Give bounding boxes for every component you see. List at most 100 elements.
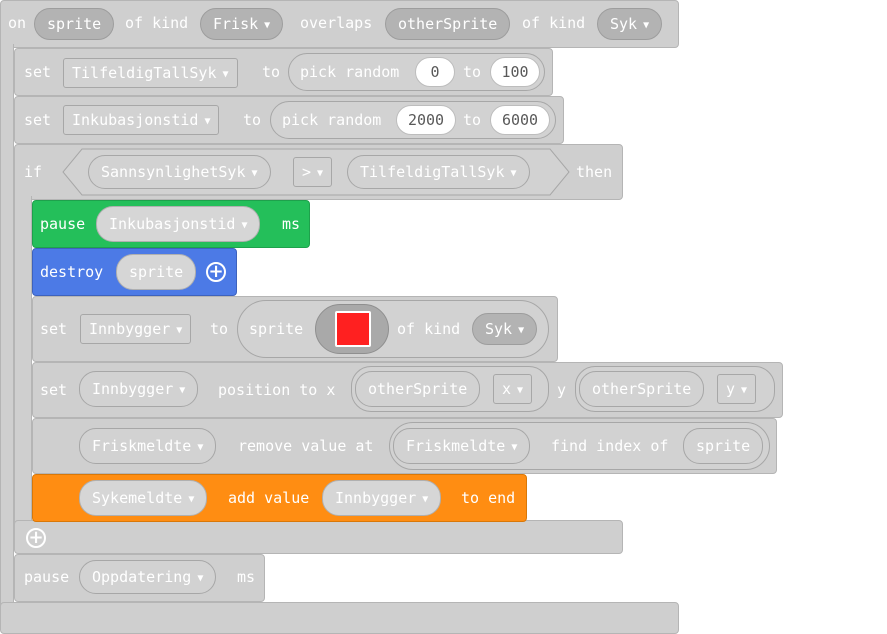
- y-label: y: [557, 381, 567, 399]
- kind-dropdown-frisk[interactable]: Frisk ▼: [200, 8, 284, 40]
- overlaps-label: overlaps: [300, 14, 373, 32]
- othersprite-variable[interactable]: otherSprite: [355, 371, 481, 407]
- of-kind-label-1: of kind: [125, 14, 189, 32]
- variable-dropdown-tilfeldigtallsyk[interactable]: TilfeldigTallSyk ▼: [347, 155, 530, 189]
- chevron-down-icon: ▼: [251, 168, 258, 179]
- sprite-variable[interactable]: sprite: [34, 8, 115, 40]
- chevron-down-icon: ▼: [188, 494, 195, 505]
- list-dropdown-friskmeldte[interactable]: Friskmeldte ▼: [393, 428, 531, 464]
- chevron-down-icon: ▼: [197, 442, 204, 453]
- chevron-down-icon: ▼: [422, 494, 429, 505]
- property-value: x: [502, 380, 512, 398]
- variable-dropdown-tilfeldigtallsyk[interactable]: TilfeldigTallSyk ▼: [63, 58, 238, 88]
- random-min-input[interactable]: 2000: [396, 105, 456, 135]
- on-label: on: [8, 14, 27, 32]
- kind-syk-value: Syk: [610, 15, 638, 33]
- chevron-down-icon: ▼: [241, 220, 248, 231]
- sprite-image-picker[interactable]: [315, 304, 389, 354]
- if-block-footer: [14, 520, 623, 554]
- find-index-of-label: find index of: [551, 437, 669, 455]
- to-label: to: [262, 63, 281, 81]
- variable-name: TilfeldigTallSyk: [72, 64, 217, 82]
- chevron-down-icon: ▼: [317, 168, 324, 179]
- chevron-down-icon: ▼: [741, 385, 748, 396]
- variable-name: TilfeldigTallSyk: [360, 163, 505, 181]
- variable-dropdown-innbygger[interactable]: Innbygger ▼: [79, 371, 199, 407]
- chevron-down-icon: ▼: [511, 442, 518, 453]
- ms-label: ms: [282, 215, 301, 233]
- list-name: Sykemeldte: [92, 489, 183, 507]
- chevron-down-icon: ▼: [517, 385, 524, 396]
- variable-name: SannsynlighetSyk: [101, 163, 246, 181]
- variable-name: Innbygger: [335, 489, 417, 507]
- if-block-body: [14, 196, 32, 526]
- to-label: to: [243, 111, 262, 129]
- to-label: to: [210, 320, 229, 338]
- pick-random-label: pick random: [282, 111, 382, 129]
- variable-dropdown-innbygger[interactable]: Innbygger ▼: [322, 480, 442, 516]
- add-value-label: add value: [228, 489, 310, 507]
- of-kind-label-2: of kind: [522, 14, 586, 32]
- to-label: to: [463, 111, 482, 129]
- chevron-down-icon: ▼: [179, 385, 186, 396]
- kind-syk-value: Syk: [485, 320, 513, 338]
- chevron-down-icon: ▼: [510, 168, 517, 179]
- sprite-variable[interactable]: sprite: [116, 254, 197, 290]
- chevron-down-icon: ▼: [264, 20, 271, 31]
- list-name: Friskmeldte: [92, 437, 192, 455]
- chevron-down-icon: ▼: [176, 325, 183, 336]
- pause-label: pause: [24, 568, 70, 586]
- sprite-label: sprite: [249, 320, 304, 338]
- set-label: set: [24, 63, 52, 81]
- sprite-variable[interactable]: sprite: [683, 428, 764, 464]
- random-min-input[interactable]: 0: [415, 57, 455, 87]
- list-name: Friskmeldte: [406, 437, 506, 455]
- variable-name: Innbygger: [92, 380, 174, 398]
- chevron-down-icon: ▼: [643, 20, 650, 31]
- random-max-input[interactable]: 6000: [490, 105, 550, 135]
- variable-name: Inkubasjonstid: [72, 111, 199, 129]
- list-dropdown-sykemeldte[interactable]: Sykemeldte ▼: [79, 480, 208, 516]
- random-max-input[interactable]: 100: [490, 57, 540, 87]
- set-label: set: [40, 381, 68, 399]
- property-value: y: [726, 380, 736, 398]
- operator-dropdown[interactable]: >▼: [293, 157, 333, 187]
- to-end-label: to end: [461, 489, 516, 507]
- variable-dropdown-oppdatering[interactable]: Oppdatering ▼: [79, 560, 217, 594]
- chevron-down-icon: ▼: [197, 573, 204, 584]
- then-label: then: [576, 163, 613, 181]
- chevron-down-icon: ▼: [222, 69, 229, 80]
- variable-dropdown-inkubasjonstid[interactable]: Inkubasjonstid ▼: [63, 105, 220, 135]
- othersprite-variable[interactable]: otherSprite: [579, 371, 705, 407]
- add-argument-icon[interactable]: +: [206, 262, 226, 282]
- sprite-image-swatch: [335, 311, 371, 347]
- list-dropdown-friskmeldte[interactable]: Friskmeldte ▼: [79, 428, 217, 464]
- othersprite-variable[interactable]: otherSprite: [385, 8, 511, 40]
- variable-name: Innbygger: [89, 320, 171, 338]
- set-label: set: [40, 320, 68, 338]
- variable-dropdown-inkubasjonstid[interactable]: Inkubasjonstid ▼: [96, 206, 261, 242]
- variable-dropdown-sannsynlighetsyk[interactable]: SannsynlighetSyk ▼: [88, 155, 271, 189]
- position-to-x-label: position to x: [218, 381, 336, 399]
- operator-value: >: [302, 163, 312, 181]
- kind-frisk-value: Frisk: [213, 15, 259, 33]
- y-property-dropdown[interactable]: y▼: [717, 374, 757, 404]
- kind-dropdown-syk[interactable]: Syk ▼: [472, 313, 538, 345]
- ms-label: ms: [237, 568, 256, 586]
- set-label: set: [24, 111, 52, 129]
- pause-label: pause: [40, 215, 86, 233]
- chevron-down-icon: ▼: [518, 325, 525, 336]
- variable-dropdown-innbygger[interactable]: Innbygger ▼: [80, 314, 192, 344]
- chevron-down-icon: ▼: [204, 116, 211, 127]
- event-block-footer: [0, 602, 679, 634]
- add-else-icon[interactable]: +: [26, 528, 46, 548]
- variable-name: Inkubasjonstid: [109, 215, 236, 233]
- variable-name: Oppdatering: [92, 568, 192, 586]
- x-property-dropdown[interactable]: x▼: [493, 374, 533, 404]
- event-block-body: [0, 44, 14, 610]
- pick-random-label: pick random: [300, 63, 400, 81]
- kind-dropdown-syk[interactable]: Syk ▼: [597, 8, 663, 40]
- destroy-label: destroy: [40, 263, 104, 281]
- if-label: if: [24, 163, 43, 181]
- of-kind-label: of kind: [397, 320, 461, 338]
